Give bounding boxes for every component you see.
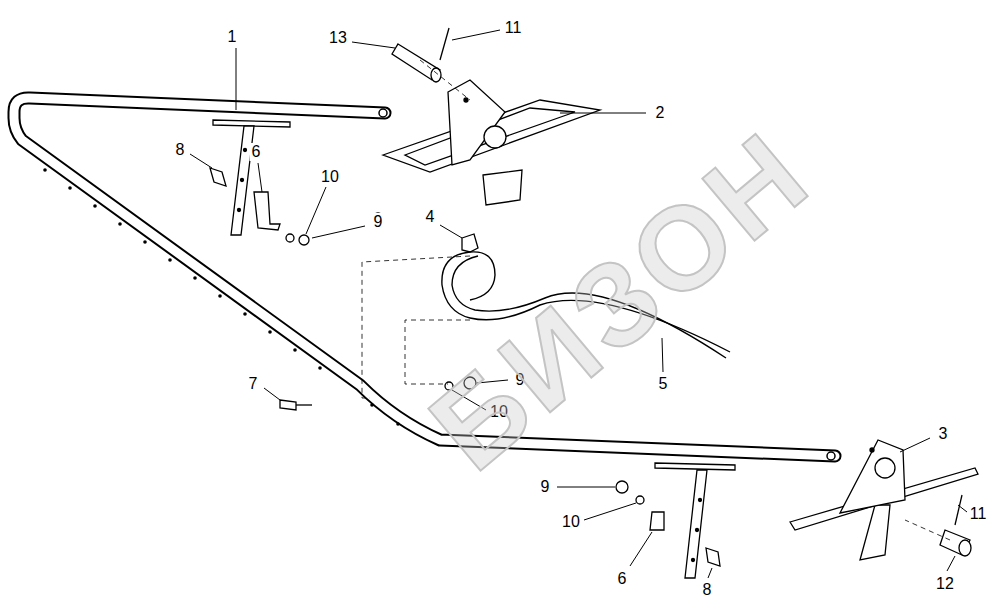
drawing-part	[483, 170, 522, 205]
drawing-part	[875, 458, 895, 478]
drawing-part	[470, 252, 495, 300]
drawing-part	[706, 548, 720, 566]
drawing-part	[699, 499, 702, 502]
drawing-part	[143, 240, 147, 244]
assembly-dashes	[362, 60, 950, 540]
drawing-part	[900, 438, 930, 452]
callout-number: 6	[616, 570, 629, 588]
drawing-part	[210, 168, 226, 186]
bracket-2	[383, 80, 600, 205]
drawing-part	[860, 505, 890, 560]
callout-number: 7	[247, 375, 260, 393]
drawing-part	[940, 530, 970, 555]
frame-holes	[43, 168, 400, 426]
drawing-part	[708, 568, 712, 578]
drawing-part	[264, 388, 280, 400]
drawing-part	[244, 149, 247, 152]
callout-number: 9	[372, 213, 385, 231]
drawing-part	[870, 448, 874, 452]
callout-number: 8	[174, 141, 187, 159]
drawing-part	[396, 422, 400, 426]
drawing-part	[484, 126, 506, 148]
callout-number: 11	[968, 505, 989, 523]
callout-number: 1	[226, 28, 239, 46]
callout-number: 12	[934, 575, 956, 593]
small-parts	[210, 28, 971, 566]
drawing-part	[93, 204, 97, 208]
drawing-part	[692, 559, 695, 562]
drawing-part	[655, 463, 735, 470]
drawing-part	[630, 532, 652, 566]
drawing-part	[370, 403, 374, 407]
drawing-part	[420, 60, 470, 100]
drawing-part	[293, 348, 297, 352]
callout-number: 13	[327, 29, 349, 47]
drawing-part	[168, 258, 172, 262]
bracket-3	[790, 440, 978, 560]
drawing-part	[440, 225, 462, 238]
callout-number: 3	[937, 425, 950, 443]
drawing-part	[299, 235, 309, 245]
drawing-part	[254, 192, 280, 230]
drawing-part	[685, 470, 707, 578]
drawing-part	[560, 113, 646, 114]
callout-number: 4	[424, 208, 437, 226]
drawing-part	[958, 505, 967, 512]
drawing-part	[43, 168, 47, 172]
drawing-part	[431, 68, 441, 82]
drawing-part	[584, 503, 636, 520]
drawing-part	[955, 495, 962, 525]
drawing-part	[306, 187, 326, 234]
drawing-part	[318, 366, 322, 370]
callout-number: 11	[503, 19, 524, 37]
drawing-part	[452, 30, 500, 40]
drawing-part	[905, 520, 950, 540]
drawing-part	[218, 294, 222, 298]
callout-number: 8	[701, 581, 714, 599]
drawing-part	[243, 312, 247, 316]
callout-number: 2	[654, 104, 667, 122]
drawing-part	[464, 98, 468, 102]
drawing-part	[462, 234, 478, 252]
drawing-part	[947, 556, 955, 571]
drawing-part	[241, 179, 244, 182]
drawing-part	[379, 109, 387, 117]
drawing-part	[268, 330, 272, 334]
drawing-part	[236, 48, 237, 110]
drawing-part	[280, 400, 296, 410]
callout-number: 5	[657, 375, 670, 393]
drawing-part	[557, 487, 615, 488]
drawing-part	[959, 540, 971, 556]
leader-lines	[190, 30, 967, 578]
drawing-part	[440, 28, 449, 60]
drawing-part	[616, 481, 628, 493]
drawing-part	[696, 529, 699, 532]
drawing-part	[840, 440, 905, 513]
drawing-part	[352, 42, 395, 48]
drawing-part	[296, 404, 312, 405]
drawing-part	[238, 209, 241, 212]
drawing-part	[827, 452, 835, 460]
callout-number: 10	[560, 513, 582, 531]
callout-number: 10	[319, 168, 341, 186]
drawing-part	[118, 222, 122, 226]
drawing-part	[68, 186, 72, 190]
drawing-part	[190, 154, 212, 168]
drawing-part	[636, 496, 644, 504]
drawing-part	[448, 80, 505, 165]
drawing-part	[286, 234, 294, 242]
drawing-part	[312, 226, 365, 238]
drawing-part	[193, 276, 197, 280]
drawing-part	[650, 512, 664, 530]
drawing-part	[258, 163, 262, 192]
callout-number: 9	[539, 478, 552, 496]
callout-number: 6	[250, 143, 263, 161]
drawing-part	[662, 338, 663, 372]
